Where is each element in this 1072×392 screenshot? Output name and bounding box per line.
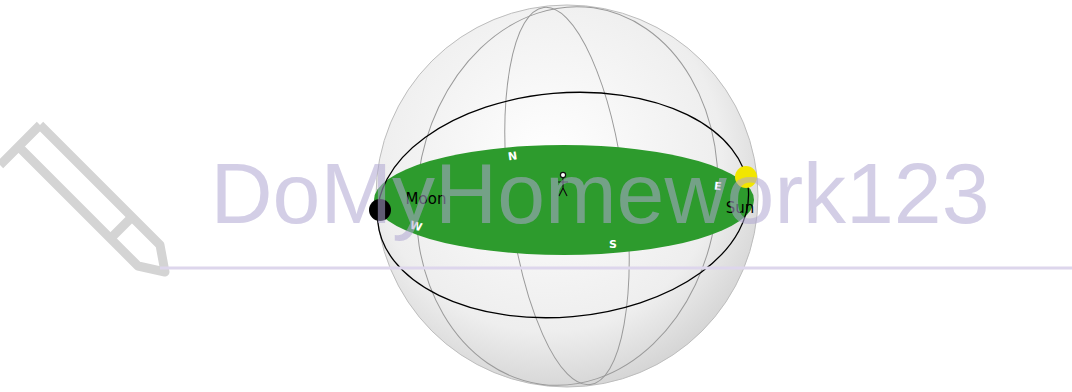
pencil-icon xyxy=(0,125,165,272)
direction-label: S xyxy=(609,239,617,250)
watermark: DoMyHomework123 xyxy=(210,150,989,236)
watermark-rule xyxy=(160,267,1072,270)
